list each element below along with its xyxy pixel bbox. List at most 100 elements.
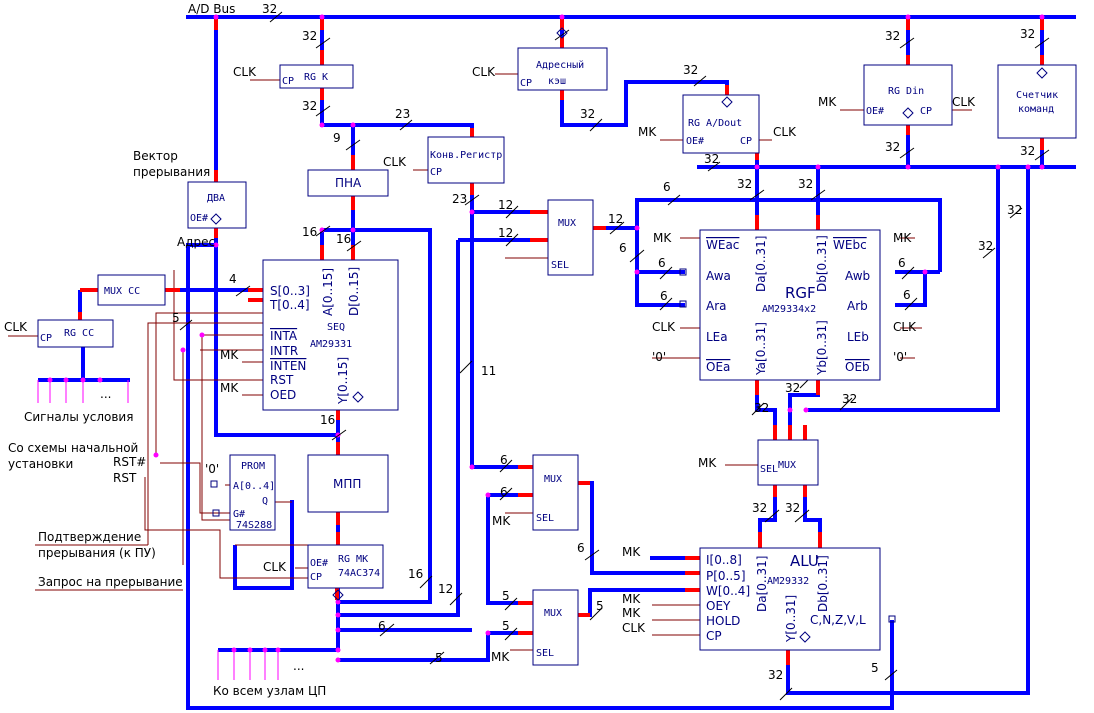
adout-oe: OE# xyxy=(686,136,704,147)
rgf-name: RGF xyxy=(785,284,816,302)
ack-label-2: прерывания (к ПУ) xyxy=(38,546,156,560)
seq-oed: OED xyxy=(270,388,296,402)
adout-cp: CP xyxy=(740,136,752,147)
w-din-in: 32 xyxy=(885,29,900,43)
alu-db: Db[0..31] xyxy=(816,555,830,612)
rgf-ara: Ara xyxy=(706,299,727,313)
nodes-dots: ... xyxy=(293,659,304,673)
prom-zero: '0' xyxy=(205,462,219,476)
conv-cp: CP xyxy=(430,167,442,178)
init-label-1: Со схемы начальной xyxy=(8,441,138,455)
dva-oe: OE# xyxy=(190,213,208,224)
rgf-da: Da[0..31] xyxy=(754,236,768,293)
vector-label-2: прерывания xyxy=(133,165,210,179)
alu-mk3: MK xyxy=(622,606,641,620)
adout-mk: MK xyxy=(638,125,657,139)
seq-part: AM29331 xyxy=(310,339,352,350)
rgf-oea: OEa xyxy=(706,360,730,374)
rgf-mk-b: MK xyxy=(893,231,912,245)
w-rgk-out: 32 xyxy=(302,99,317,113)
w-6-loop: 6 xyxy=(378,619,386,633)
w-rgf-da: 32 xyxy=(737,177,752,191)
rgmk-clk: CLK xyxy=(263,560,287,574)
seq-mk-2: MK xyxy=(220,381,239,395)
conv-title: Конв.Регистр xyxy=(430,150,502,161)
alu-y: Y[0..31] xyxy=(784,595,798,643)
rgmk-title: RG MK xyxy=(338,554,368,565)
rgcc-cp: CP xyxy=(40,333,52,344)
muxmid-sel: SEL xyxy=(536,513,554,524)
seq-inten: INTEN xyxy=(270,359,306,373)
w-pc-in: 32 xyxy=(1020,27,1035,41)
w-6-arb: 6 xyxy=(903,288,911,302)
rgf-ya: Ya[0..31] xyxy=(754,322,768,376)
w-32-mux-b: 32 xyxy=(785,381,800,395)
alu-clk: CLK xyxy=(622,621,646,635)
prom-title: PROM xyxy=(241,461,265,472)
rgf-arb: Arb xyxy=(847,299,868,313)
w-5-bot-out: 5 xyxy=(596,599,604,613)
vector-label-1: Вектор xyxy=(133,149,178,163)
w-5-bot-b: 5 xyxy=(502,619,510,633)
pc-title: Счетчик xyxy=(1016,90,1058,101)
width-labels: 32 32 23 9 32 32 32 32 32 32 32 32 32 6 … xyxy=(172,27,1035,682)
w-12-b: 12 xyxy=(498,226,513,240)
w-32-alu-a: 32 xyxy=(752,501,767,515)
rgf-zero-b: '0' xyxy=(893,350,907,364)
cache-clk: CLK xyxy=(472,65,496,79)
w-23-conv: 23 xyxy=(452,192,467,206)
bus-name: A/D Bus xyxy=(188,2,235,16)
w-6-ara: 6 xyxy=(660,289,668,303)
rgf-webc: WEbc xyxy=(833,238,867,252)
rst-label: RST xyxy=(113,471,137,485)
muxtop-sel: SEL xyxy=(551,260,569,271)
w-6-awb: 6 xyxy=(898,256,906,270)
adout-title: RG A/Dout xyxy=(688,118,742,129)
seq-a: A[0..15] xyxy=(321,268,335,316)
muxcc-title: MUX CC xyxy=(104,286,140,297)
adout-clk: CLK xyxy=(773,125,797,139)
mpp-title: МПП xyxy=(333,477,361,491)
w-4: 4 xyxy=(229,272,237,286)
muxbot-title: MUX xyxy=(544,608,562,619)
w-5-left: 5 xyxy=(172,311,180,325)
w-cache-out: 32 xyxy=(580,107,595,121)
muxmid-title: MUX xyxy=(544,474,562,485)
w-din-out: 32 xyxy=(885,140,900,154)
w-23-top: 23 xyxy=(395,107,410,121)
w-12-out: 12 xyxy=(608,212,623,226)
prom-q: Q xyxy=(262,496,268,507)
clock-markers xyxy=(210,27,1048,643)
alu-hold: HOLD xyxy=(706,614,740,628)
alu-oey: OEY xyxy=(706,599,731,613)
rgf-clk-b: CLK xyxy=(893,320,917,334)
w-32-mux-c: 32 xyxy=(842,392,857,406)
seq-mk-1: MK xyxy=(220,348,239,362)
rgf-lea: LEa xyxy=(706,330,728,344)
w-16-y: 16 xyxy=(320,413,335,427)
rgf-zero-a: '0' xyxy=(652,350,666,364)
bus-width-top: 32 xyxy=(262,2,277,16)
seq-inta: INTA xyxy=(270,329,298,343)
w-12-a: 12 xyxy=(498,198,513,212)
port-stubs xyxy=(78,17,1044,665)
rgcc-title: RG CC xyxy=(64,328,94,339)
w-5-flags: 5 xyxy=(871,661,879,675)
rgf-clk-a: CLK xyxy=(652,320,676,334)
w-rgf-db: 32 xyxy=(798,177,813,191)
cond-dots: ... xyxy=(100,387,111,401)
alu-da: Da[0..31] xyxy=(755,556,769,613)
alu-part: AM29332 xyxy=(767,576,809,587)
rgf-awb: Awb xyxy=(845,269,870,283)
w-6-mux: 6 xyxy=(619,241,627,255)
din-clk: CLK xyxy=(952,95,976,109)
seq-intr: INTR xyxy=(270,344,298,358)
rgf-oeb: OEb xyxy=(845,360,870,374)
w-32-aluy: 32 xyxy=(768,668,783,682)
w-32-right1: 32 xyxy=(1007,203,1022,217)
muxtop-title: MUX xyxy=(558,218,576,229)
address-label: Адрес xyxy=(177,235,215,249)
w-pc-out: 32 xyxy=(1020,144,1035,158)
w-9: 9 xyxy=(333,131,341,145)
